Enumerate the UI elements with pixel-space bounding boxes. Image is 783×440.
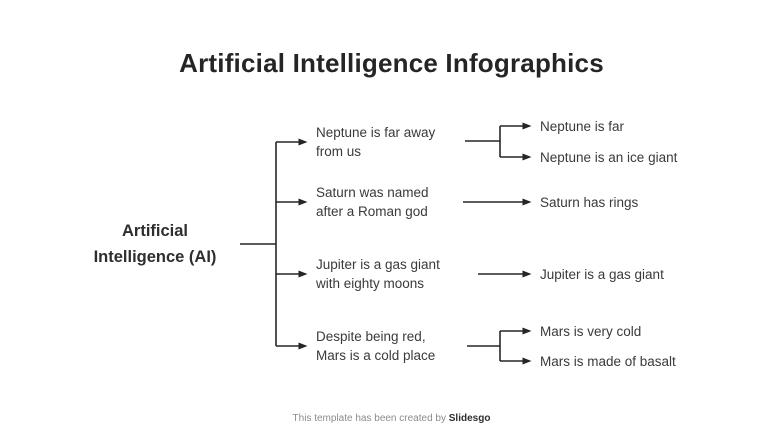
branch-label-saturn-line2: after a Roman god [316, 204, 428, 219]
branch-label-saturn-line1: Saturn was named [316, 185, 429, 200]
leaf-label-neptune-1: Neptune is far [540, 119, 625, 134]
branch-label-neptune-line2: from us [316, 144, 362, 159]
branch-label-mars-line1: Despite being red, [316, 329, 426, 344]
branch-label-saturn: Saturn was named after a Roman god [316, 183, 486, 221]
root-node-line1: Artificial [121, 222, 189, 240]
branch-label-neptune: Neptune is far away from us [316, 123, 486, 161]
footer-brand: Slidesgo [448, 413, 491, 424]
branch-label-neptune-line1: Neptune is far away [316, 125, 436, 140]
footer-credit-text: This template has been created by [292, 413, 449, 424]
branch-label-mars: Despite being red, Mars is a cold place [316, 327, 486, 365]
footer-credit: This template has been created by Slides… [0, 413, 783, 424]
leaf-label-saturn-1: Saturn has rings [540, 195, 639, 210]
root-node-line2: Intelligence (AI) [93, 248, 217, 266]
branch-label-jupiter: Jupiter is a gas giant with eighty moons [316, 255, 486, 293]
branch-label-jupiter-line1: Jupiter is a gas giant [316, 257, 440, 272]
leaf-label-neptune-2: Neptune is an ice giant [540, 150, 678, 165]
leaf-label-mars-2: Mars is made of basalt [540, 354, 676, 369]
branch-label-mars-line2: Mars is a cold place [316, 348, 436, 363]
root-node-label: Artificial Intelligence (AI) [55, 218, 255, 270]
leaf-label-mars-1: Mars is very cold [540, 324, 642, 339]
slide-title: Artificial Intelligence Infographics [179, 48, 604, 78]
branch-label-jupiter-line2: with eighty moons [316, 276, 425, 291]
leaf-label-jupiter-1: Jupiter is a gas giant [540, 267, 664, 282]
